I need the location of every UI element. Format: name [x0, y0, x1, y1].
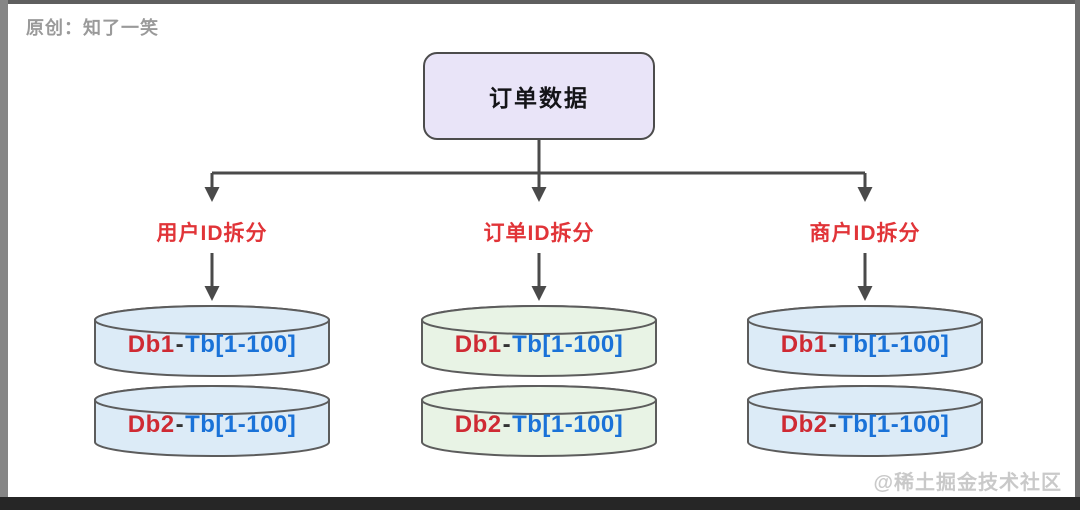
- database-cylinder: Db2-Tb[1-100]: [420, 383, 658, 459]
- arrowhead-icon: [531, 187, 547, 202]
- separator: -: [502, 411, 512, 438]
- database-label: Db1-Tb[1-100]: [420, 315, 658, 375]
- database-cylinder: Db2-Tb[1-100]: [93, 383, 331, 459]
- frame-edge: [0, 0, 8, 510]
- branch-label-order-id: 订单ID拆分: [483, 222, 595, 245]
- community-watermark: @稀土掘金技术社区: [873, 472, 1062, 494]
- cylinder-shape-icon: [747, 305, 983, 377]
- separator: -: [175, 411, 185, 438]
- frame-edge: [0, 0, 1080, 4]
- cylinder-shape-icon: [94, 385, 330, 457]
- author-watermark: 原创：知了一笑: [26, 18, 159, 38]
- table-range: Tb[1-100]: [838, 331, 950, 358]
- table-range: Tb[1-100]: [512, 331, 624, 358]
- branch-label-user-id: 用户ID拆分: [156, 222, 268, 245]
- database-cylinder: Db1-Tb[1-100]: [420, 303, 658, 379]
- database-label: Db2-Tb[1-100]: [746, 395, 984, 455]
- arrowhead-icon: [204, 187, 220, 202]
- branch-label-merchant-id: 商户ID拆分: [809, 222, 921, 245]
- frame-edge: [0, 497, 1080, 510]
- db-name: Db2: [127, 411, 175, 438]
- db-name: Db2: [454, 411, 502, 438]
- table-range: Tb[1-100]: [185, 331, 297, 358]
- db-name: Db1: [780, 331, 828, 358]
- database-cylinder: Db1-Tb[1-100]: [746, 303, 984, 379]
- separator: -: [828, 411, 838, 438]
- cylinder-shape-icon: [421, 385, 657, 457]
- database-label: Db1-Tb[1-100]: [746, 315, 984, 375]
- database-label: Db2-Tb[1-100]: [93, 395, 331, 455]
- cylinder-shape-icon: [94, 305, 330, 377]
- frame-edge: [1075, 0, 1080, 510]
- separator: -: [828, 331, 838, 358]
- root-node-order-data: 订单数据: [423, 52, 655, 140]
- arrowhead-icon: [857, 286, 873, 301]
- database-label: Db1-Tb[1-100]: [93, 315, 331, 375]
- table-range: Tb[1-100]: [185, 411, 297, 438]
- db-name: Db1: [454, 331, 502, 358]
- cylinder-shape-icon: [747, 385, 983, 457]
- database-label: Db2-Tb[1-100]: [420, 395, 658, 455]
- cylinder-shape-icon: [421, 305, 657, 377]
- table-range: Tb[1-100]: [512, 411, 624, 438]
- db-name: Db1: [127, 331, 175, 358]
- arrowhead-icon: [531, 286, 547, 301]
- arrowhead-icon: [857, 187, 873, 202]
- separator: -: [502, 331, 512, 358]
- database-cylinder: Db1-Tb[1-100]: [93, 303, 331, 379]
- separator: -: [175, 331, 185, 358]
- database-cylinder: Db2-Tb[1-100]: [746, 383, 984, 459]
- table-range: Tb[1-100]: [838, 411, 950, 438]
- db-name: Db2: [780, 411, 828, 438]
- arrowhead-icon: [204, 286, 220, 301]
